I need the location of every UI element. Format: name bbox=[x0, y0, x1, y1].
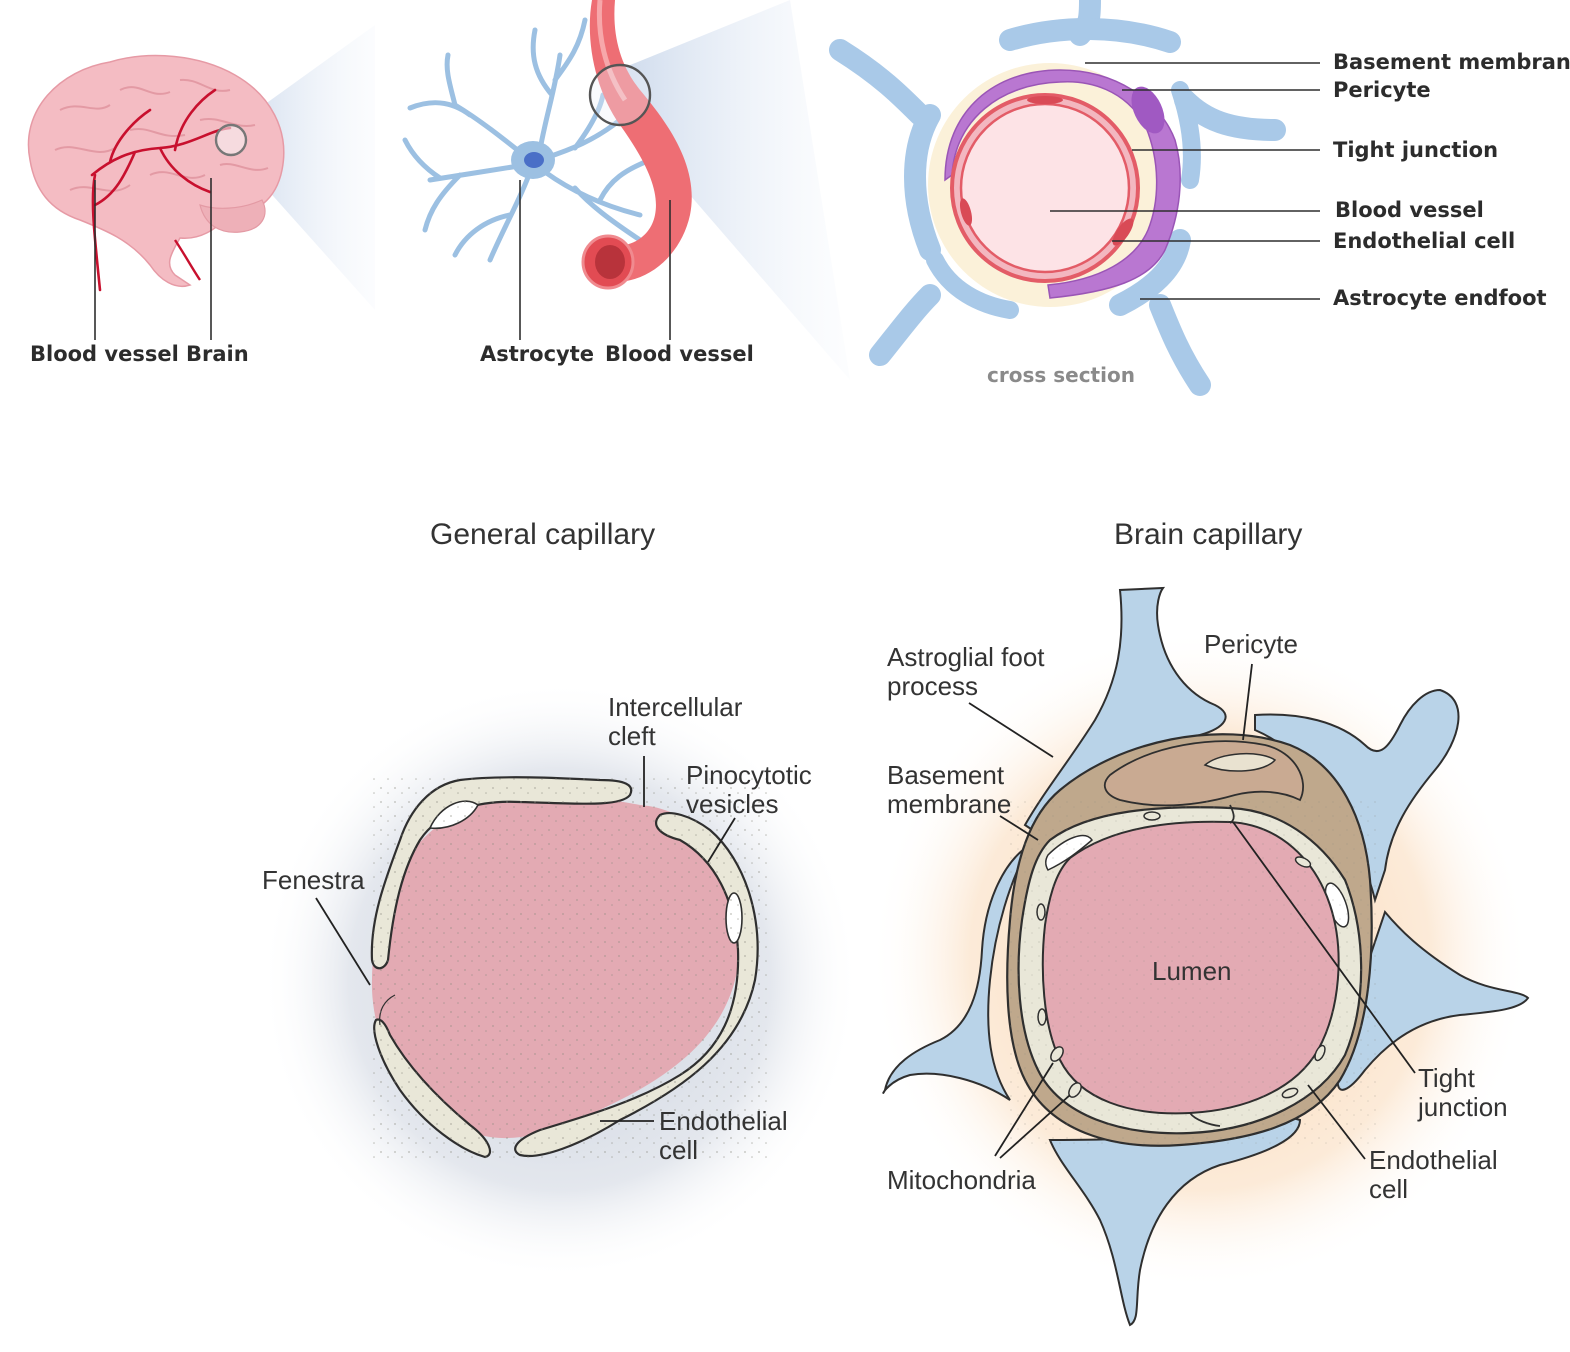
caption-cross-section: cross section bbox=[987, 363, 1135, 387]
label-astroglial-1: Astroglial foot bbox=[887, 642, 1045, 672]
label-blood-vessel-brain: Blood vessel bbox=[30, 342, 179, 366]
zoom-circle bbox=[588, 63, 652, 127]
label-endothelial-cell-top: Endothelial cell bbox=[1333, 229, 1515, 253]
label-tight-junction-top: Tight junction bbox=[1333, 138, 1498, 162]
label-endothelial-brain-2: cell bbox=[1369, 1174, 1408, 1204]
label-endothelial-1: Endothelial bbox=[659, 1106, 788, 1136]
label-blood-vessel-astro: Blood vessel bbox=[605, 342, 754, 366]
zoom-cone-1 bbox=[232, 25, 375, 310]
general-capillary-illustration bbox=[370, 775, 770, 1165]
label-astrocyte: Astrocyte bbox=[480, 342, 594, 366]
label-basement-1: Basement bbox=[887, 760, 1005, 790]
label-basement-membrane-top: Basement membrane bbox=[1333, 50, 1570, 74]
label-pinocytotic-2: vesicles bbox=[686, 789, 778, 819]
label-pericyte-top: Pericyte bbox=[1333, 78, 1431, 102]
label-pinocytotic-1: Pinocytotic bbox=[686, 760, 812, 790]
brain-illustration bbox=[27, 54, 285, 292]
label-mitochondria: Mitochondria bbox=[887, 1165, 1036, 1195]
label-intercellular-1: Intercellular bbox=[608, 692, 743, 722]
label-brain: Brain bbox=[186, 342, 249, 366]
label-endothelial-2: cell bbox=[659, 1135, 698, 1165]
label-astrocyte-endfoot-top: Astrocyte endfoot bbox=[1333, 286, 1547, 310]
brain-capillary-illustration bbox=[882, 586, 1530, 1327]
label-blood-vessel-top: Blood vessel bbox=[1335, 198, 1484, 222]
label-intercellular-2: cleft bbox=[608, 721, 656, 751]
label-endothelial-brain-1: Endothelial bbox=[1369, 1145, 1498, 1175]
cross-section-illustration bbox=[829, 0, 1286, 396]
label-tight-1: Tight bbox=[1418, 1063, 1476, 1093]
blood-vessel-illustration bbox=[581, 0, 692, 290]
label-lumen: Lumen bbox=[1152, 956, 1232, 986]
astrocyte-nucleus bbox=[524, 152, 544, 168]
title-brain-capillary: Brain capillary bbox=[1114, 518, 1302, 551]
label-pericyte-bottom: Pericyte bbox=[1204, 629, 1298, 659]
label-tight-2: junction bbox=[1417, 1092, 1508, 1122]
label-astroglial-2: process bbox=[887, 671, 978, 701]
zoom-cone-2 bbox=[618, 0, 850, 380]
label-fenestra: Fenestra bbox=[262, 865, 365, 895]
label-basement-2: membrane bbox=[887, 789, 1011, 819]
astrocyte-illustration bbox=[402, 17, 653, 263]
title-general-capillary: General capillary bbox=[430, 518, 655, 551]
